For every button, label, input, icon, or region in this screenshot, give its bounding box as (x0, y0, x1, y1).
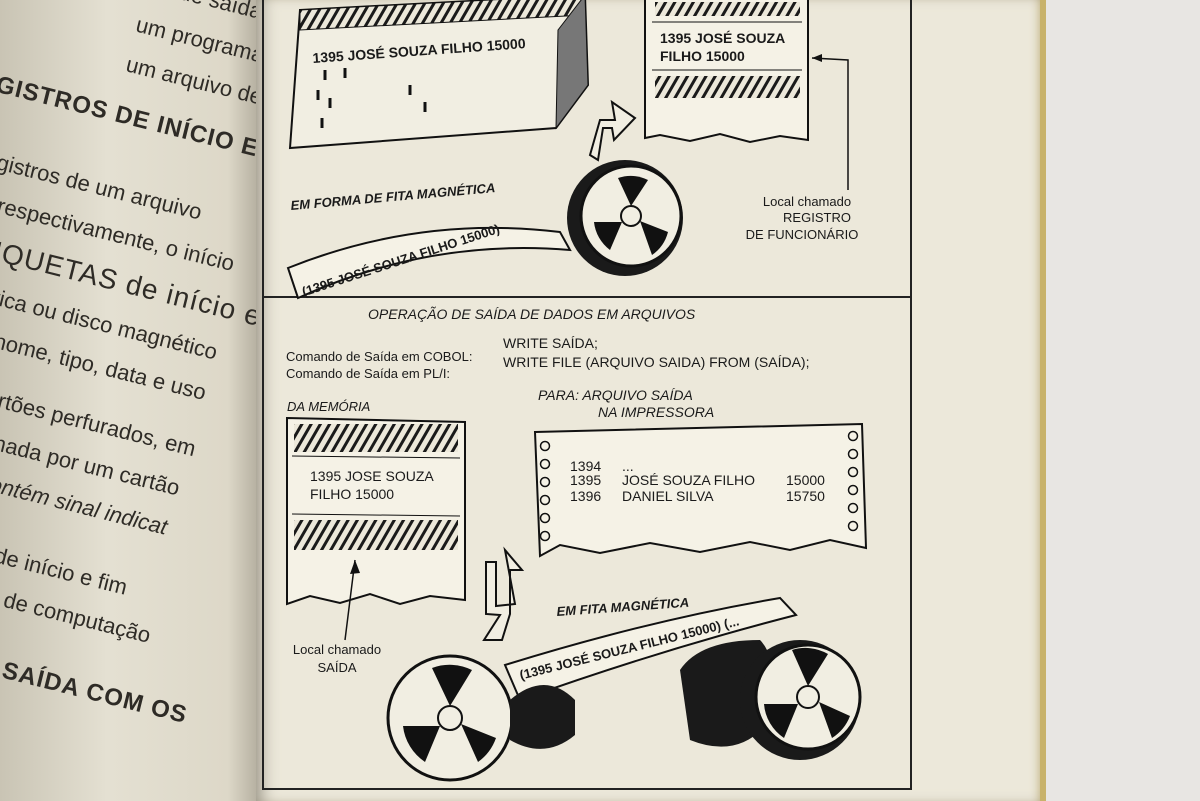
location-label-register-3: DE FUNCIONÁRIO (745, 227, 859, 242)
tape-reel-icon (680, 640, 862, 760)
cobol-label: Comando de Saída em COBOL: (286, 349, 473, 364)
destination-label-line2: NA IMPRESSORA (598, 404, 715, 420)
section-title: OPERAÇÃO DE SAÍDA DE DADOS EM ARQUIVOS (368, 306, 696, 322)
register-box (644, 0, 809, 144)
arrow-head-icon (350, 560, 360, 574)
pli-command: WRITE FILE (ARQUIVO SAIDA) FROM (SAÍDA); (503, 354, 810, 370)
tape-reel-icon (567, 160, 683, 276)
location-label-output-1: Local chamado (292, 642, 382, 657)
printer-form (533, 422, 868, 558)
panel-separator (262, 296, 910, 298)
arrow-icon (482, 546, 525, 641)
diagram-frame (262, 0, 912, 790)
tape-reel-icon (386, 654, 514, 782)
memory-text-line2: FILHO 15000 (310, 486, 395, 502)
register-text-line1: 1395 JOSÉ SOUZA (660, 30, 786, 46)
register-text-line2: FILHO 15000 (660, 48, 745, 64)
printout-row-number: 1396 (570, 488, 602, 504)
punched-card-deck (288, 0, 590, 150)
location-label-register-1: Local chamado (762, 194, 852, 209)
tape-spool (510, 685, 575, 749)
destination-label-line1: PARA: ARQUIVO SAÍDA (538, 387, 693, 403)
printout-row-number: 1395 (570, 472, 602, 488)
printout-row-number: 1394 (570, 458, 602, 474)
arrow-head-icon (812, 54, 822, 62)
arrow-icon (588, 99, 637, 162)
printout-row-value: 15000 (786, 472, 825, 488)
printout-row-name: DANIEL SILVA (622, 488, 714, 504)
printout-row-name: JOSÉ SOUZA FILHO (622, 472, 756, 488)
cobol-command: WRITE SAÍDA; (503, 335, 598, 351)
memory-box (286, 416, 466, 606)
printout-row-value: 15750 (786, 488, 825, 504)
printout-row-name: ... (622, 458, 634, 474)
memory-text-line1: 1395 JOSE SOUZA (310, 468, 434, 484)
memory-label: DA MEMÓRIA (287, 399, 371, 414)
location-label-output-2: SAÍDA (317, 660, 357, 675)
tape-strip (503, 596, 798, 702)
left-page: ivo de saída ( um programa um arquivo de… (0, 0, 268, 801)
pli-label: Comando de Saída em PL/I: (286, 366, 451, 381)
location-label-register-2: REGISTRO (783, 210, 851, 225)
pointer-line (811, 57, 849, 190)
tape-strip (286, 226, 572, 300)
